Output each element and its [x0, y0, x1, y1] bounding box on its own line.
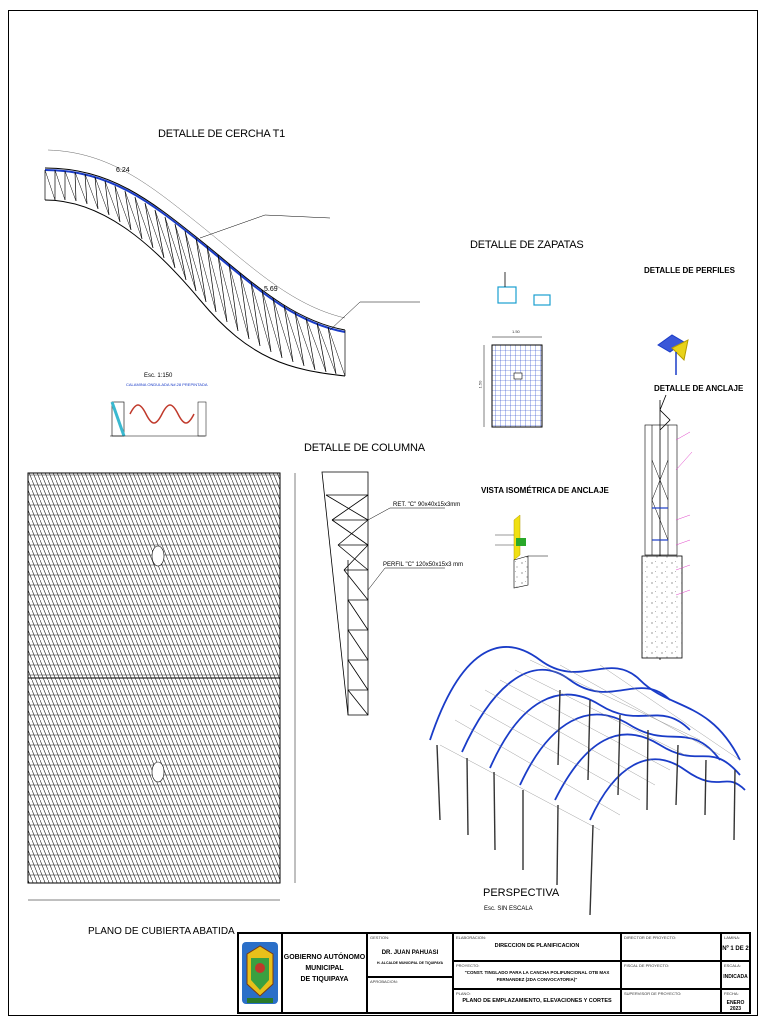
title-block: GOBIERNO AUTÓNOMO MUNICIPAL DE TIQUIPAYA… [237, 932, 751, 1014]
cercha-dim-top: 6.24 [116, 167, 130, 174]
fiscal-caption: FISCAL DE PROYECTO: [624, 963, 670, 968]
aprobacion-cell: APROBACION: [367, 977, 453, 1013]
entity-line-1: GOBIERNO AUTÓNOMO [283, 954, 366, 961]
entity-line-2: MUNICIPAL [305, 965, 344, 972]
anchor-detail [641, 394, 693, 660]
fecha-value: ENERO 2023 [726, 1000, 745, 1012]
footing-detail [483, 272, 551, 428]
plano-value: PLANO DE EMPLAZAMIENTO, ELEVACIONES Y CO… [462, 998, 612, 1004]
escala-cell: ESCALA: INDICADA [721, 961, 750, 989]
anclaje-title: DETALLE DE ANCLAJE [654, 384, 744, 393]
perspectiva-scale: Esc. SIN ESCALA [484, 906, 533, 912]
calamina-note: CALAMINA ONDULADA N#.28 PREPINTADA [126, 382, 208, 387]
drawing-sheet [8, 10, 758, 1016]
cercha-truss [44, 149, 420, 377]
proyecto-value: "CONST. TINGLADO PARA LA CANCHA POLIFUNC… [464, 970, 610, 982]
calamina-scale: Esc. 1:150 [144, 373, 173, 379]
elaboracion-cell: ELABORACION: DIRECCION DE PLANIFICACION [453, 933, 621, 961]
zapatas-title: DETALLE DE ZAPATAS [470, 239, 584, 251]
gestion-role: H. ALCALDE MUNICIPAL DE TIQUIPAYA [376, 961, 444, 965]
calamina-detail [110, 401, 207, 437]
escala-value: INDICADA [723, 974, 748, 980]
fecha-cell: FECHA: ENERO 2023 [721, 989, 750, 1013]
logo-cell [238, 933, 282, 1013]
gestion-caption: GESTION: [370, 935, 390, 940]
perfiles-title: DETALLE DE PERFILES [644, 266, 735, 275]
entity-line-3: DE TIQUIPAYA [300, 976, 349, 983]
roof-plan [27, 472, 296, 901]
fecha-caption: FECHA: [724, 991, 739, 996]
plano-caption: PLANO: [456, 991, 471, 996]
lamina-caption: LAMINA: [724, 935, 741, 940]
escala-caption: ESCALA: [724, 963, 741, 968]
director-caption: DIRECTOR DE PROYECTO: [624, 935, 677, 940]
cercha-title: DETALLE DE CERCHA T1 [158, 128, 286, 140]
fiscal-cell: FISCAL DE PROYECTO: [621, 961, 721, 989]
columna-ret-label: RET. "C" 90x40x15x3mm [393, 502, 461, 508]
plano-cell: PLANO: PLANO DE EMPLAZAMIENTO, ELEVACION… [453, 989, 621, 1013]
lamina-cell: LAMINA: Nº 1 DE 2 [721, 933, 750, 961]
columna-perfil-label: PERFIL "C" 120x50x15x3 mm [383, 562, 464, 568]
columna-title: DETALLE DE COLUMNA [304, 442, 425, 454]
municipal-crest-icon [242, 942, 278, 1004]
profiles-detail [657, 334, 689, 375]
aprobacion-caption: APROBACION: [370, 979, 398, 984]
proyecto-cell: PROYECTO: "CONST. TINGLADO PARA LA CANCH… [453, 961, 621, 989]
gestion-name: DR. JUAN PAHUASI [381, 950, 439, 956]
supervisor-caption: SUPERVISOR DE PROYECTO: [624, 991, 682, 996]
lamina-value: Nº 1 DE 2 [722, 946, 749, 952]
entity-cell: GOBIERNO AUTÓNOMO MUNICIPAL DE TIQUIPAYA [282, 933, 367, 1013]
cercha-dim-mid: 5.69 [264, 286, 278, 293]
perspective-view [429, 646, 746, 916]
iso-anchor-title: VISTA ISOMÉTRICA DE ANCLAJE [481, 486, 609, 495]
proyecto-caption: PROYECTO: [456, 963, 480, 968]
iso-anchor-view [495, 514, 548, 589]
supervisor-cell: SUPERVISOR DE PROYECTO: [621, 989, 721, 1013]
zapata-dim-side: 1.50 [477, 380, 483, 389]
gestion-cell: GESTION: DR. JUAN PAHUASI H. ALCALDE MUN… [367, 933, 453, 977]
perspectiva-title: PERSPECTIVA [483, 887, 560, 899]
cubierta-title: PLANO DE CUBIERTA ABATIDA [88, 926, 235, 937]
elaboracion-value: DIRECCION DE PLANIFICACION [494, 943, 580, 949]
column-detail [321, 471, 445, 716]
director-cell: DIRECTOR DE PROYECTO: [621, 933, 721, 961]
elaboracion-caption: ELABORACION: [456, 935, 487, 940]
zapata-dim-top: 1.50 [512, 329, 520, 334]
